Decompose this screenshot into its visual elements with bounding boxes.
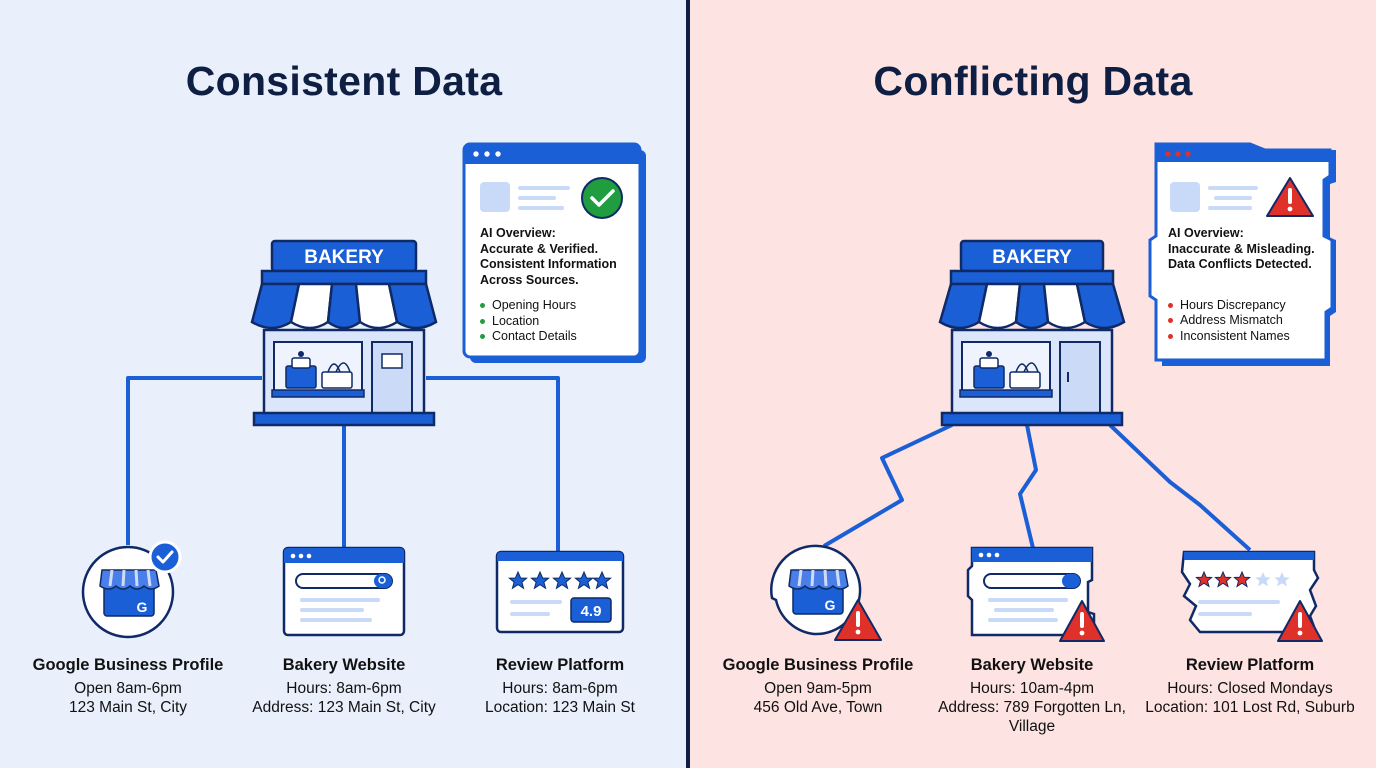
conflicting-connectors [822,423,1252,552]
verified-badge-icon [148,540,182,574]
list-item: Opening Hours [480,298,636,314]
warning-icon [1277,600,1323,642]
ov-line-3: Consistent Information [480,257,617,271]
ov-line-1: AI Overview: [480,226,556,240]
ov-list: Opening Hours Location Contact Details [480,298,636,345]
conflicting-data-title: Conflicting Data [873,58,1193,104]
caption-website-consistent: Bakery Website Hours: 8am-6pm Address: 1… [252,656,436,716]
consistent-connectors [126,376,560,552]
ai-overview-window-misleading [1148,142,1336,366]
ov-line-3: Data Conflicts Detected. [1168,257,1312,271]
caption-google-consistent: Google Business Profile Open 8am-6pm 123… [32,656,224,716]
caption-website-conflicting: Bakery Website Hours: 10am-4pm Address: … [938,656,1126,735]
bullet-icon [480,334,485,340]
consistent-diagram-graphics: BAKERY [81,142,646,639]
caption-google-conflicting: Google Business Profile Open 9am-5pm 456… [722,656,914,716]
ov-list: Hours Discrepancy Address Mismatch Incon… [1168,298,1328,345]
svg-text:G: G [825,597,836,613]
list-item: Address Mismatch [1168,313,1328,329]
warning-icon [1266,177,1314,217]
conflicting-diagram-graphics: BAKERY [770,142,1336,642]
website-icon [282,546,406,637]
bakery-storefront-icon: BAKERY [938,239,1126,427]
consistent-data-title: Consistent Data [185,58,503,104]
review-stars-icon [1180,550,1323,642]
ov-line-2: Accurate & Verified. [480,241,599,256]
ai-overview-window-accurate [462,142,646,363]
website-icon [966,546,1105,642]
bakery-storefront-icon: BAKERY [250,239,438,427]
ov-line-2: Inaccurate & Misleading. [1168,241,1315,256]
ai-overview-misleading-text: AI Overview: Inaccurate & Misleading. Da… [1168,226,1328,344]
bullet-icon [480,303,485,309]
list-item: Contact Details [480,329,636,345]
panel-divider [686,0,690,768]
bullet-icon [1168,333,1173,339]
bullet-icon [1168,318,1173,324]
conflicting-data-panel: Conflicting Data BAKERY [690,0,1376,768]
warning-icon [1059,600,1105,642]
warning-icon [834,599,882,641]
ai-overview-accurate-text: AI Overview: Accurate & Verified. Consis… [480,226,636,345]
caption-review-conflicting: Review Platform Hours: Closed Mondays Lo… [1145,656,1355,716]
ov-line-1: AI Overview: [1168,226,1244,240]
store-sign-text: BAKERY [992,247,1072,268]
caption-review-consistent: Review Platform Hours: 8am-6pm Location:… [485,656,635,716]
google-business-icon: G [770,544,882,641]
rating-value: 4.9 [581,603,602,620]
list-item: Location [480,314,636,330]
google-business-icon: G [81,540,182,639]
check-icon [581,177,623,219]
bullet-icon [1168,302,1173,308]
connector-google [126,376,262,545]
connector-review [426,376,560,552]
review-stars-icon: 4.9 [495,550,625,634]
bullet-icon [480,318,485,324]
list-item: Inconsistent Names [1168,329,1328,345]
connector-review-broken [1108,423,1252,552]
connector-website-broken [1018,424,1038,549]
consistent-data-panel: Consistent Data BAKERY [0,0,688,768]
store-sign-text: BAKERY [304,247,384,268]
connector-google-broken [822,423,953,548]
ov-line-4: Across Sources. [480,272,579,287]
list-item: Hours Discrepancy [1168,298,1328,314]
svg-text:G: G [137,599,148,615]
